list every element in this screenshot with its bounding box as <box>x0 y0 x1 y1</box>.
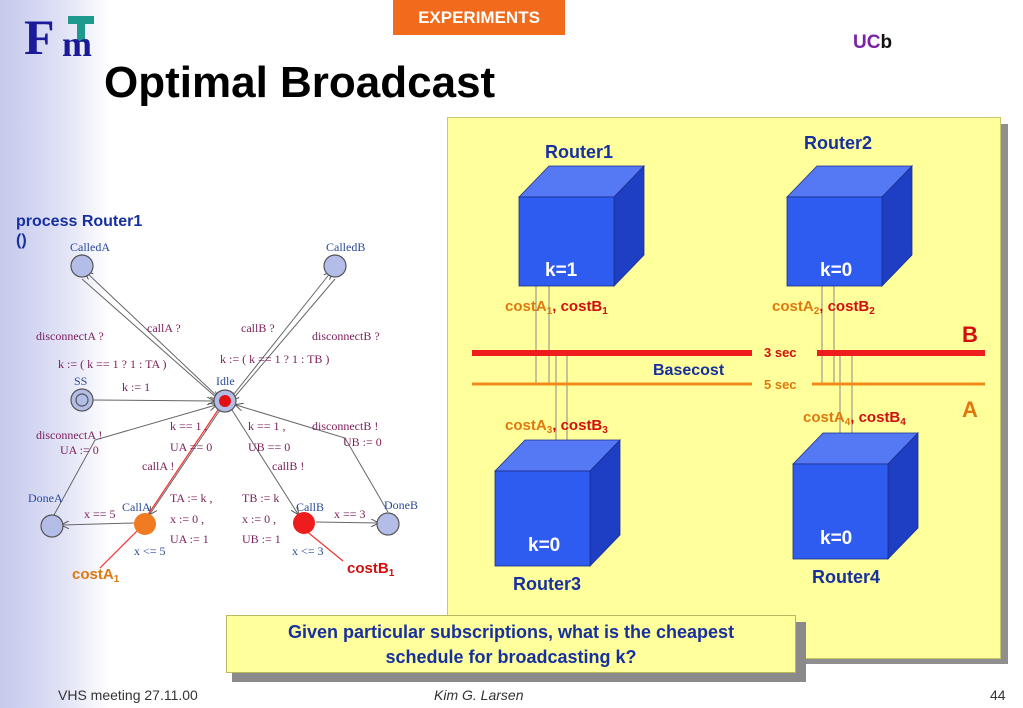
router4-label: Router4 <box>812 567 881 587</box>
location-doneA <box>40 514 64 538</box>
footer-meeting: VHS meeting 27.11.00 <box>58 687 198 703</box>
invariant-callA: x <= 5 <box>134 544 166 558</box>
location-calledA <box>70 254 94 278</box>
router-links <box>535 286 853 440</box>
process-title: process Router1 () <box>16 213 143 249</box>
left-decor-gradient <box>0 0 110 708</box>
edge-ss-idle <box>89 400 214 401</box>
edge-label-disconnectA-q: disconnectA ? <box>36 329 104 343</box>
cost-b1-label: costB1 <box>347 560 395 579</box>
fm-logo: F m <box>24 9 94 65</box>
label-calledA: CalledA <box>70 240 110 254</box>
edge-label-ub1: UB := 1 <box>242 532 281 546</box>
bus-a-label: A <box>962 397 978 422</box>
router4-cube <box>792 432 919 560</box>
footer-page-number: 44 <box>990 687 1006 703</box>
edge-label-k-assign: k := 1 <box>122 380 151 394</box>
edge-label-tb-k: TB := k <box>242 491 280 505</box>
label-calledB: CalledB <box>326 240 366 254</box>
router3-label: Router3 <box>513 574 582 594</box>
edge-label-k1-b: k == 1 , <box>248 419 286 433</box>
edge-label-callb-ex: callB ! <box>272 459 305 473</box>
location-ss <box>70 388 94 412</box>
bus-b-time: 3 sec <box>764 345 797 360</box>
location-callA <box>134 513 156 535</box>
costB1-pointer <box>304 529 344 562</box>
costA1-pointer <box>99 530 138 569</box>
cost-a1-label: costA1 <box>72 566 120 585</box>
router3-cube <box>494 439 621 567</box>
edge-callA-doneA <box>62 523 135 525</box>
footer-author: Kim G. Larsen <box>434 687 524 703</box>
label-callA: CallA <box>122 500 151 514</box>
experiments-badge: EXPERIMENTS <box>393 0 565 35</box>
location-calledB <box>323 254 347 278</box>
edge-idle-calledB <box>229 272 331 400</box>
slide-title: Optimal Broadcast <box>104 58 496 107</box>
edge-calledA-idle <box>81 278 218 399</box>
edge-calledB-idle <box>232 278 336 400</box>
edge-doneA-idle <box>53 405 216 516</box>
label-callB: CallB <box>296 500 325 514</box>
ucb-logo: UCb <box>853 32 893 53</box>
label-doneB: DoneB <box>384 498 418 512</box>
edge-label-assign-tb: k := ( k == 1 ? 1 : TB ) <box>220 352 330 366</box>
router1-costs: costA1, costB1 <box>505 298 608 317</box>
edge-label-ub-eq: UB == 0 <box>248 440 291 454</box>
edge-label-k1-a: k == 1 , <box>170 419 208 433</box>
automaton-edges <box>53 272 389 525</box>
location-idle-marker <box>219 395 231 407</box>
edge-label-ub-zero: UB := 0 <box>343 435 382 449</box>
edge-label-ua-zero: UA := 0 <box>60 443 99 457</box>
question-box: Given particular subscriptions, what is … <box>226 615 796 673</box>
edge-label-xb3: x == 3 <box>334 507 366 521</box>
router4-k: k=0 <box>820 528 853 549</box>
router2-cube <box>786 165 913 287</box>
router2-k: k=0 <box>820 260 853 281</box>
router3-costs: costA3, costB3 <box>505 417 608 436</box>
label-idle: Idle <box>216 374 235 388</box>
label-doneA: DoneA <box>28 491 63 505</box>
router2-costs: costA2, costB2 <box>772 298 875 317</box>
edge-callB-doneB <box>315 522 378 523</box>
edge-label-callB-q: callB ? <box>241 321 275 335</box>
router2-label: Router2 <box>804 133 873 153</box>
router3-k: k=0 <box>528 535 561 556</box>
edge-label-assign-ta: k := ( k == 1 ? 1 : TA ) <box>58 357 167 371</box>
edge-idle-callA <box>150 409 221 514</box>
location-callB <box>293 512 315 534</box>
red-guide-line <box>140 403 223 526</box>
edge-label-xa0: x := 0 , <box>170 512 205 526</box>
edge-idle-callB <box>231 409 298 514</box>
edge-label-disconnectA-ex: disconnectA ! <box>36 428 103 442</box>
bus-a-time: 5 sec <box>764 377 797 392</box>
basecost-label: Basecost <box>653 362 725 379</box>
location-doneB <box>376 512 400 536</box>
edge-label-disconnectB-q: disconnectB ? <box>312 329 380 343</box>
router4-costs: costA4, costB4 <box>803 409 906 428</box>
router1-label: Router1 <box>545 142 614 162</box>
invariant-callB: x <= 3 <box>292 544 324 558</box>
edge-label-xb0: x := 0 , <box>242 512 277 526</box>
bus-b-label: B <box>962 322 978 347</box>
edge-label-callA-q: callA ? <box>147 321 181 335</box>
location-ss-inner <box>75 393 89 407</box>
edge-label-ua1: UA := 1 <box>170 532 209 546</box>
edge-idle-calledA <box>86 272 221 400</box>
label-ss: SS <box>74 374 88 388</box>
edge-doneB-idle <box>236 405 389 513</box>
edge-label-ta-k: TA := k , <box>170 491 213 505</box>
edge-label-calla-ex: callA ! <box>142 459 175 473</box>
edge-label-xa5: x == 5 <box>84 507 116 521</box>
router1-k: k=1 <box>545 260 578 281</box>
router1-cube <box>518 165 645 287</box>
edge-label-disconnectB-ex: disconnectB ! <box>312 419 379 433</box>
edge-label-ua-eq: UA == 0 <box>170 440 213 454</box>
